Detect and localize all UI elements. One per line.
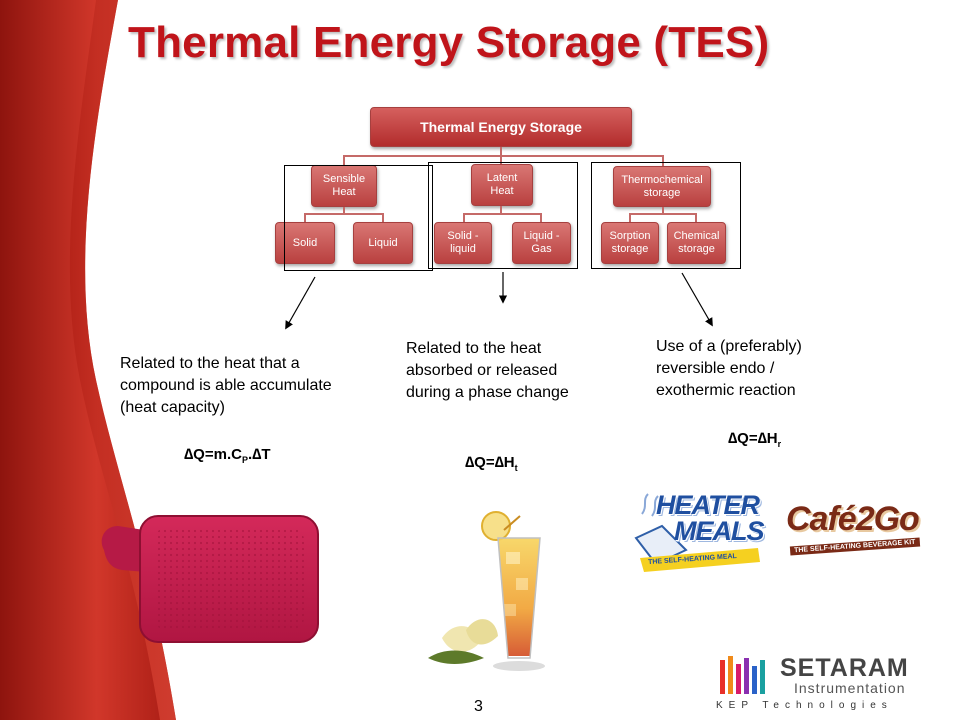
cafe2go-tagline: THE SELF-HEATING BEVERAGE KIT — [789, 537, 920, 556]
node-latent-heat: Latent Heat — [471, 164, 533, 206]
description-latent: Related to the heat absorbed or released… — [406, 340, 569, 401]
setaram-name: SETARAM — [780, 654, 909, 682]
formula-subscript: t — [514, 463, 518, 473]
setaram-group: KEP Technologies — [716, 700, 893, 711]
connector — [695, 213, 697, 222]
formula-main: ∆Q=m.C — [184, 446, 242, 463]
cafe2go-logo: Café2Go THE SELF-HEATING BEVERAGE KIT — [784, 500, 938, 562]
heater-meals-line1: HEATER — [656, 490, 760, 520]
setaram-bars-icon — [720, 656, 765, 694]
formula-subscript: r — [777, 439, 782, 449]
connector — [304, 213, 384, 215]
group-frame-thermochemical — [591, 162, 741, 269]
formula-latent: ∆Q=∆Ht — [465, 454, 518, 473]
connector — [463, 213, 465, 222]
node-solid: Solid — [275, 222, 335, 264]
connector — [463, 213, 542, 215]
connector — [304, 213, 306, 222]
cocktail-glass-image — [428, 511, 545, 671]
group-frame-sensible — [284, 165, 433, 271]
node-sensible-heat: Sensible Heat — [311, 165, 377, 207]
connector — [662, 155, 664, 166]
cafe2go-name: Café2Go — [786, 500, 920, 538]
node-solid-liquid: Solid - liquid — [434, 222, 492, 264]
node-chemical-storage: Chemical storage — [667, 222, 726, 264]
connector — [343, 207, 345, 214]
description-thermochemical: Use of a (preferably) reversible endo / … — [656, 338, 802, 399]
formula-thermochemical: ∆Q=∆Hr — [728, 430, 781, 449]
formula-main: ∆Q=∆H — [465, 454, 515, 471]
heater-meals-logo: HEATER MEALS THE SELF-HEATING MEAL — [632, 488, 764, 572]
setaram-sub: Instrumentation — [794, 680, 906, 696]
connector — [662, 207, 664, 214]
formula-subscript: P — [241, 455, 248, 465]
setaram-logo: SETARAM Instrumentation KEP Technologies — [716, 652, 938, 716]
diagram-root-node: Thermal Energy Storage — [370, 107, 632, 147]
connector — [540, 213, 542, 222]
page-number: 3 — [474, 698, 483, 715]
heater-meals-graphic — [634, 493, 760, 572]
connector — [629, 213, 697, 215]
connector — [629, 213, 631, 222]
connector — [500, 206, 502, 214]
connector — [500, 155, 502, 164]
heater-meals-line2: MEALS — [674, 516, 764, 546]
arrow-sensible — [285, 276, 316, 330]
hot-water-bottle-image — [101, 515, 319, 643]
connector — [500, 147, 502, 155]
node-thermochemical: Thermochemical storage — [613, 166, 711, 207]
node-sorption-storage: Sorption storage — [601, 222, 659, 264]
slide-title: Thermal Energy Storage (TES) — [128, 18, 770, 67]
formula-tail: .∆T — [247, 446, 271, 463]
arrow-thermochemical — [681, 272, 713, 327]
node-liquid: Liquid — [353, 222, 413, 264]
group-frame-latent — [428, 162, 578, 269]
description-sensible: Related to the heat that a compound is a… — [120, 355, 332, 416]
node-liquid-gas: Liquid - Gas — [512, 222, 571, 264]
connector — [382, 213, 384, 222]
formula-sensible: ∆Q=m.CP.∆T — [184, 446, 270, 465]
connector — [343, 155, 664, 157]
formula-main: ∆Q=∆H — [728, 430, 778, 447]
connector — [343, 155, 345, 165]
